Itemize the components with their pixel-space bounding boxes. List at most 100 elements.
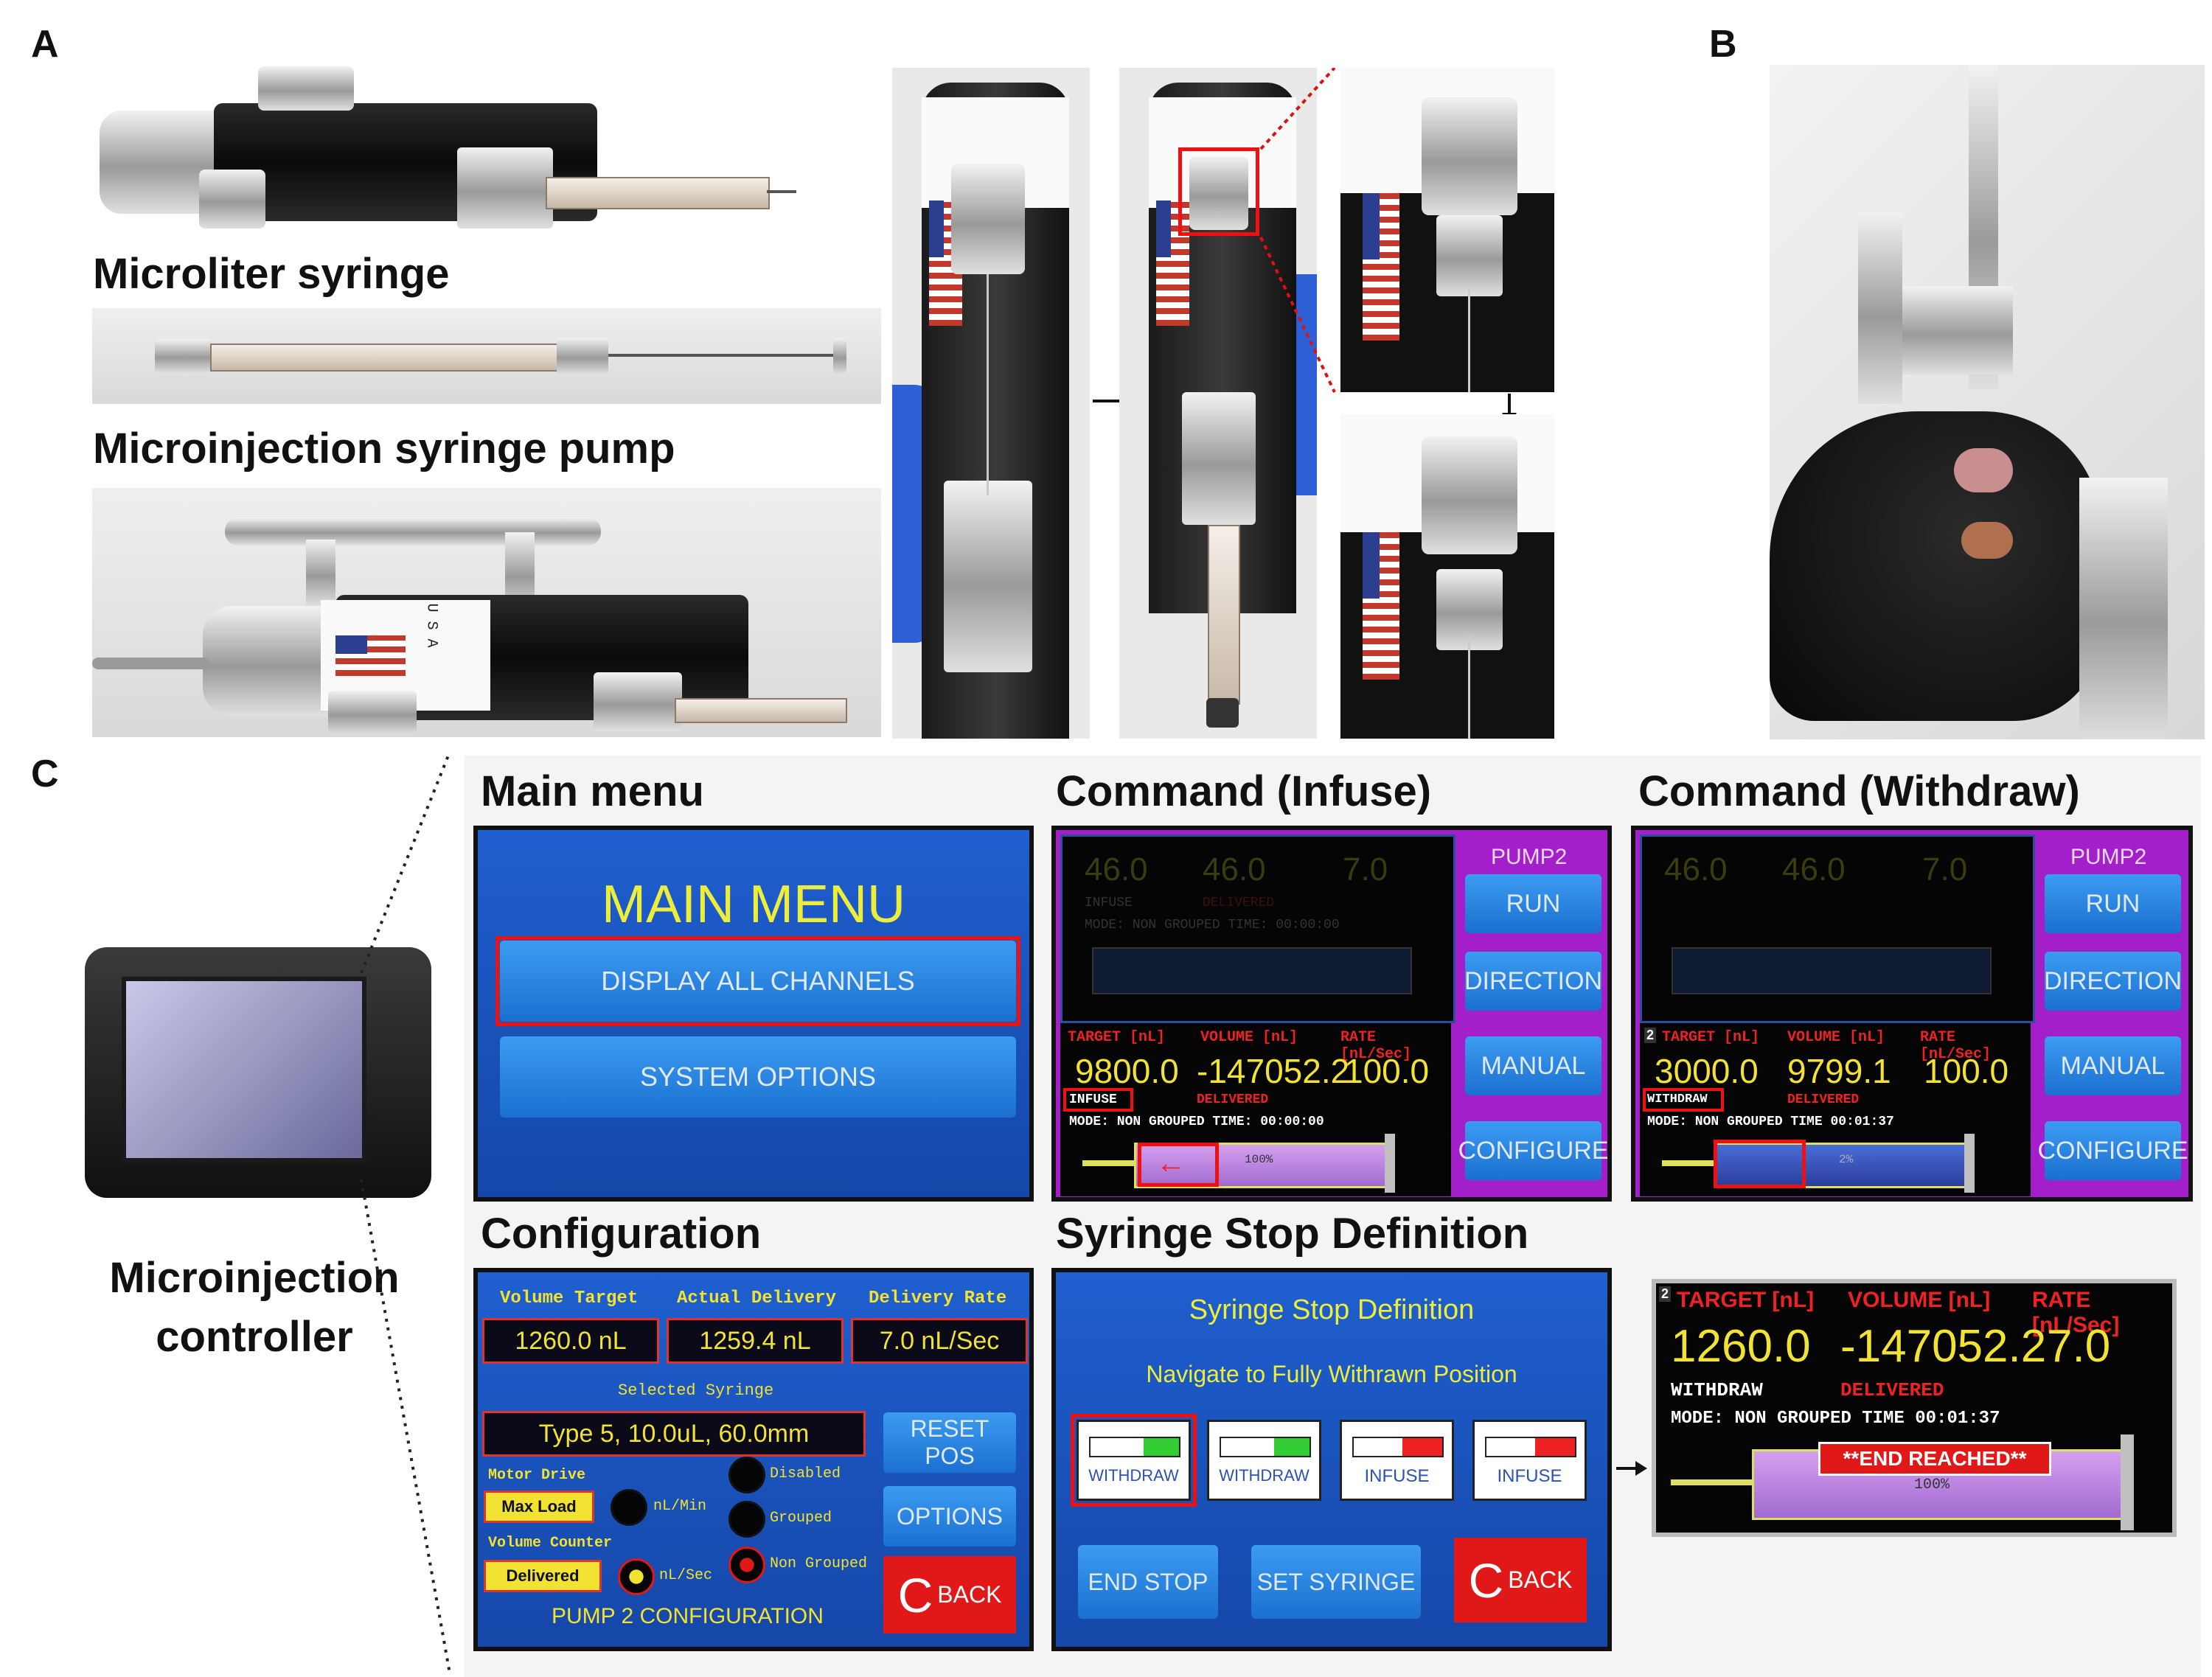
configure-button-withdraw[interactable]: CONFIGURE [2038, 1121, 2188, 1180]
withdraw-button-2[interactable]: WITHDRAW [1207, 1420, 1321, 1501]
zoom-lines [1259, 68, 1336, 393]
disabled-label: Disabled [770, 1465, 841, 1482]
volume-counter-label: Volume Counter [488, 1535, 613, 1552]
status-panel-withdraw: 2 TARGET [nL] VOLUME [nL] RATE [nL/Sec] … [1640, 1023, 2031, 1196]
caption-microinjection-syringe-pump: Microinjection syringe pump [93, 425, 675, 473]
arrow-right-1 [1093, 400, 1122, 402]
screen-main-menu: MAIN MENU DISPLAY ALL CHANNELS SYSTEM OP… [473, 826, 1034, 1202]
target-value-end: 1260.0 [1671, 1321, 1811, 1372]
manual-button-infuse[interactable]: MANUAL [1465, 1036, 1601, 1095]
main-menu-heading: MAIN MENU [602, 875, 905, 934]
screen-configuration: Volume Target Actual Delivery Delivery R… [473, 1268, 1034, 1651]
screen-syringe-stop-definition: Syringe Stop Definition Navigate to Full… [1051, 1268, 1612, 1651]
target-label-withdraw: TARGET [nL] [1662, 1029, 1760, 1046]
percent-withdraw: 2% [1839, 1153, 1854, 1166]
controller-guide-lines [360, 752, 451, 1674]
ghost-mode: INFUSE [1085, 896, 1133, 910]
pump-label-infuse: PUMP2 [1491, 845, 1568, 869]
volume-target-label: Volume Target [500, 1289, 639, 1308]
nl-min-label: nL/Min [653, 1498, 707, 1515]
volume-label-withdraw: VOLUME [nL] [1787, 1029, 1885, 1046]
infuse-button-2[interactable]: INFUSE [1472, 1420, 1587, 1501]
rate-value-end: 7.0 [2047, 1321, 2111, 1372]
ghost-delivered: DELIVERED [1203, 896, 1275, 910]
back-arrow-icon-stop: C [1468, 1552, 1504, 1608]
highlight-display-all [495, 936, 1020, 1026]
arrow-left-icon: ← [1156, 1147, 1186, 1179]
channel-end: 2 [1659, 1286, 1672, 1302]
percent-infuse: 100% [1245, 1153, 1273, 1166]
non-grouped-radio[interactable] [728, 1547, 765, 1583]
syringe-bar-infuse [1134, 1143, 1389, 1188]
ghost-rate: 7.0 [1343, 851, 1388, 888]
nl-min-radio[interactable] [611, 1489, 647, 1526]
nl-sec-radio[interactable] [618, 1558, 655, 1595]
volume-value-withdraw: 9799.1 [1787, 1052, 1891, 1090]
motor-drive-label: Motor Drive [488, 1467, 586, 1484]
mode-line-end: MODE: NON GROUPED TIME 00:01:37 [1671, 1409, 2000, 1429]
panel-letter-c: C [31, 753, 59, 795]
ghost-mode-line: MODE: NON GROUPED TIME: 00:00:00 [1085, 918, 1340, 932]
photo-zoom-bottom [1340, 414, 1554, 739]
highlight-plunger-withdraw [1714, 1140, 1806, 1188]
rate-label-withdraw: RATE [nL/Sec] [1920, 1029, 1992, 1063]
manual-button-withdraw[interactable]: MANUAL [2045, 1036, 2181, 1095]
direction-button-infuse[interactable]: DIRECTION [1464, 952, 1602, 1011]
photo-mouse-stereotaxic [1770, 65, 2205, 739]
delivery-rate-label: Delivery Rate [869, 1289, 1007, 1308]
pump-label-withdraw: PUMP2 [2070, 845, 2147, 869]
disabled-radio[interactable] [728, 1457, 765, 1493]
channel-withdraw: 2 [1644, 1028, 1657, 1043]
run-button-withdraw[interactable]: RUN [2045, 874, 2181, 933]
ghost-panel-infuse: 46.0 46.0 7.0 INFUSE DELIVERED MODE: NON… [1060, 834, 1455, 1023]
delivered-toggle[interactable]: Delivered [484, 1560, 602, 1592]
grouped-radio[interactable] [728, 1501, 765, 1538]
percent-end: 100% [1914, 1476, 1950, 1493]
back-label-stop: BACK [1508, 1566, 1573, 1593]
max-load-toggle[interactable]: Max Load [484, 1491, 594, 1523]
caption-controller-line2: controller [156, 1313, 353, 1361]
panel-letter-a: A [31, 23, 59, 66]
options-button[interactable]: OPTIONS [883, 1486, 1016, 1547]
set-syringe-button[interactable]: SET SYRINGE [1251, 1545, 1421, 1619]
infuse-label-2: INFUSE [1497, 1466, 1562, 1486]
selected-syringe-label: Selected Syringe [618, 1381, 774, 1400]
infuse-label-1: INFUSE [1364, 1466, 1430, 1486]
display-all-channels-button[interactable]: DISPLAY ALL CHANNELS [500, 941, 1016, 1022]
direction-button-withdraw[interactable]: DIRECTION [2044, 952, 2182, 1011]
syringe-bar-withdraw [1714, 1143, 1969, 1188]
withdraw-label-2: WITHDRAW [1219, 1466, 1310, 1485]
pump-usa-label: U S A [422, 603, 440, 648]
back-label-config: BACK [937, 1581, 1002, 1608]
target-value-infuse: 9800.0 [1075, 1052, 1179, 1090]
infuse-button-1[interactable]: INFUSE [1340, 1420, 1454, 1501]
end-stop-button[interactable]: END STOP [1078, 1545, 1218, 1619]
rate-value-infuse: 100.0 [1344, 1052, 1430, 1090]
configure-button-infuse[interactable]: CONFIGURE [1458, 1121, 1607, 1180]
reset-pos-button[interactable]: RESET POS [883, 1412, 1016, 1473]
ghost-panel-withdraw: 46.0 46.0 7.0 [1640, 834, 2035, 1023]
delivery-rate-field[interactable]: 7.0 nL/Sec [851, 1318, 1028, 1364]
rate-label-end: RATE [nL/Sec] [2032, 1288, 2120, 1337]
photo-syringe-assembly [88, 52, 804, 243]
panel-letter-b: B [1709, 23, 1737, 66]
mode-line-infuse: MODE: NON GROUPED TIME: 00:00:00 [1069, 1115, 1324, 1129]
system-options-button[interactable]: SYSTEM OPTIONS [500, 1036, 1016, 1118]
ghost-target: 46.0 [1085, 851, 1148, 888]
selected-syringe-field[interactable]: Type 5, 10.0uL, 60.0mm [482, 1411, 866, 1457]
direction-value-infuse: INFUSE [1069, 1092, 1117, 1107]
withdraw-button-1[interactable]: WITHDRAW [1077, 1420, 1191, 1501]
run-button-infuse[interactable]: RUN [1465, 874, 1601, 933]
volume-value-infuse: -147052.2 [1197, 1052, 1350, 1090]
photo-controller-device [85, 932, 431, 1213]
volume-value-end: -147052.2 [1840, 1321, 2047, 1372]
ghost-volume-w: 46.0 [1782, 851, 1846, 888]
title-command-withdraw: Command (Withdraw) [1638, 767, 2080, 815]
status-panel-infuse: TARGET [nL] VOLUME [nL] RATE [nL/Sec] 98… [1060, 1023, 1451, 1196]
volume-target-field[interactable]: 1260.0 nL [482, 1318, 659, 1364]
photo-microliter-syringe [92, 308, 881, 404]
rate-label-infuse: RATE [nL/Sec] [1340, 1029, 1412, 1063]
highlight-plunger-infuse [1138, 1143, 1219, 1187]
